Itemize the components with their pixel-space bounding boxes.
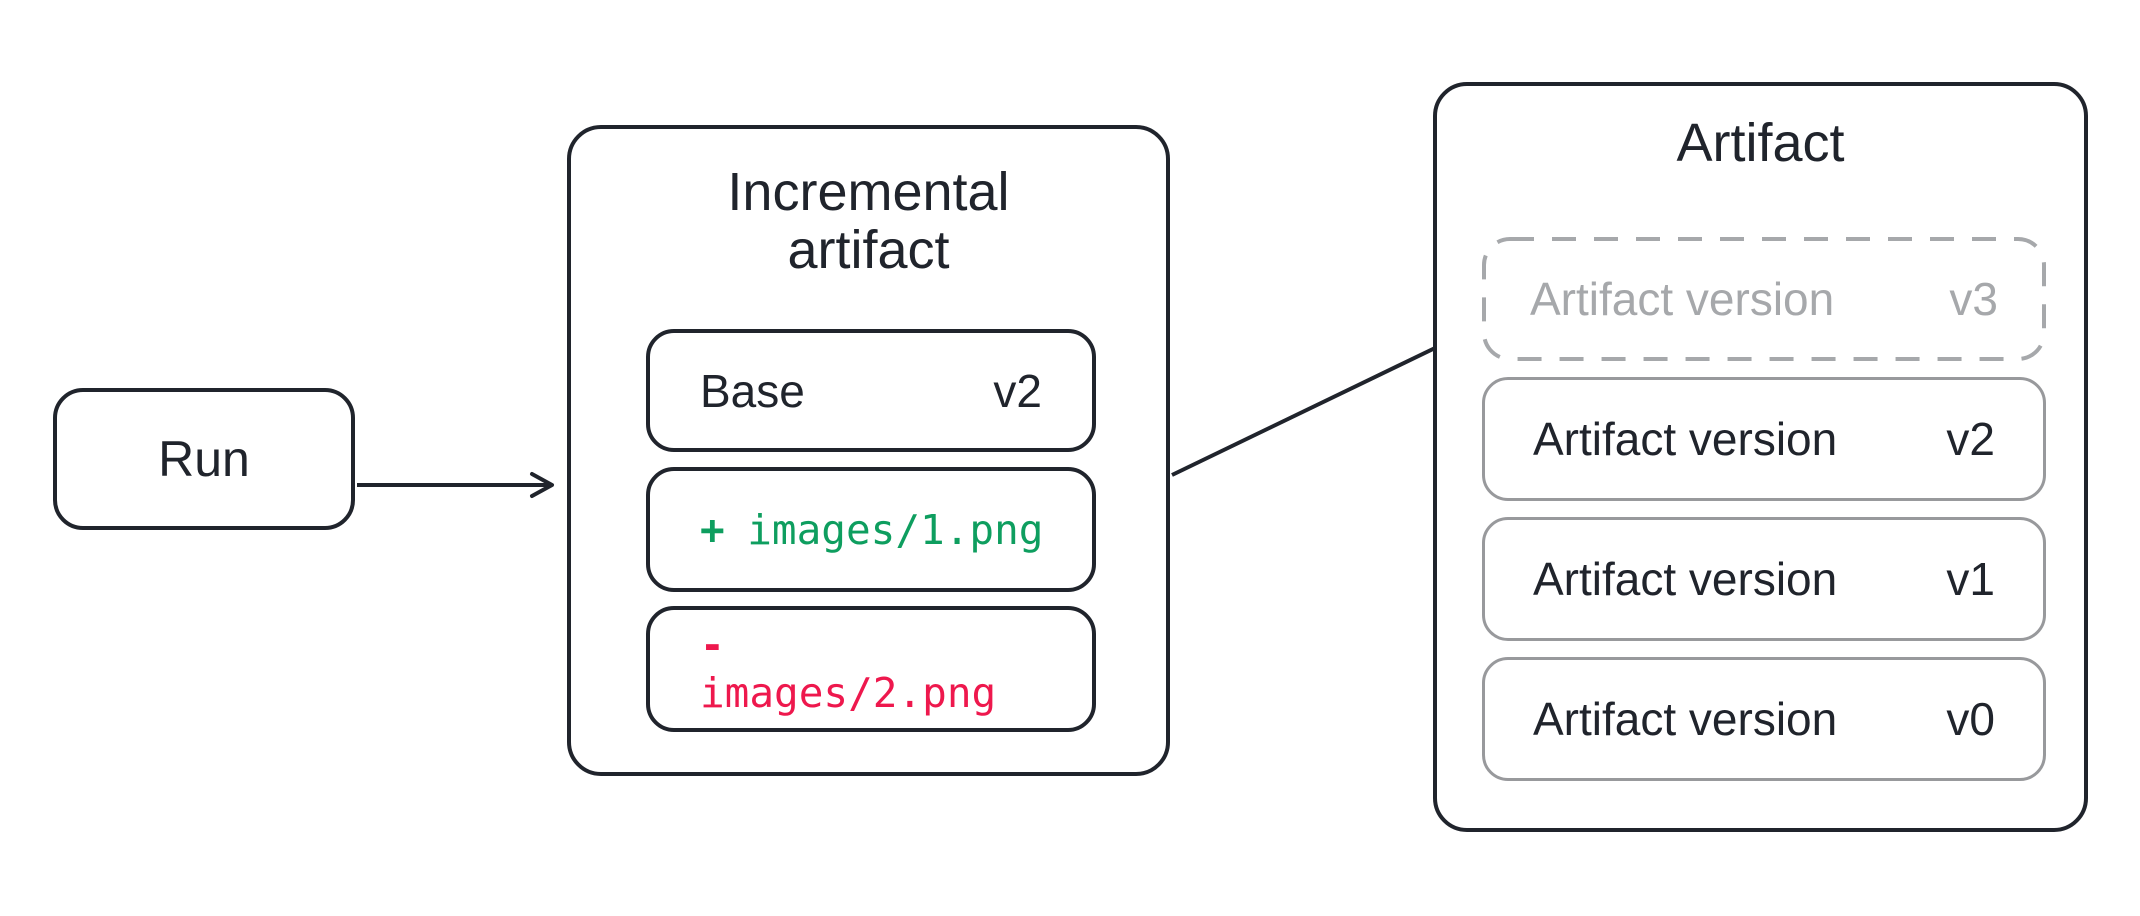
version-label: Artifact version: [1533, 413, 1838, 465]
removed-file-entry: -images/2.png: [700, 621, 1042, 717]
dashed-outline: [1482, 237, 2046, 361]
added-file-row: + images/1.png: [646, 467, 1096, 592]
base-label: Base: [700, 364, 805, 417]
incremental-title-line2: artifact: [787, 220, 950, 280]
incremental-to-artifact-arrow: [1171, 331, 1464, 477]
pending-version-badge: v3: [1949, 273, 1998, 325]
run-node: Run: [53, 388, 355, 530]
removed-file-path: images/2.png: [700, 669, 997, 717]
artifact-version-row: Artifact version v1: [1482, 517, 2046, 641]
pending-version-label: Artifact version: [1530, 273, 1835, 325]
base-version-badge: v2: [993, 364, 1042, 417]
pending-version-row: Artifact version v3: [1482, 237, 2046, 361]
incremental-title-line1: Incremental: [727, 162, 1010, 222]
removed-file-row: -images/2.png: [646, 606, 1096, 732]
minus-sign-icon: -: [700, 621, 725, 669]
added-file-path: images/1.png: [747, 505, 1044, 554]
artifact-version-row: Artifact version v2: [1482, 377, 2046, 501]
artifact-node: Artifact Artifact version v3 Artifact ve…: [1433, 82, 2088, 832]
run-label: Run: [158, 431, 250, 487]
incremental-artifact-title: Incremental artifact: [571, 163, 1166, 279]
version-badge: v2: [1946, 413, 1995, 465]
version-label: Artifact version: [1533, 553, 1838, 605]
incremental-artifact-node: Incremental artifact Base v2 + images/1.p…: [567, 125, 1170, 776]
plus-sign-icon: +: [700, 505, 725, 554]
artifact-title: Artifact: [1676, 113, 1845, 173]
artifact-version-row: Artifact version v0: [1482, 657, 2046, 781]
base-version-row: Base v2: [646, 329, 1096, 452]
version-badge: v0: [1946, 693, 1995, 745]
version-badge: v1: [1946, 553, 1995, 605]
added-file-entry: + images/1.png: [700, 506, 1043, 554]
version-label: Artifact version: [1533, 693, 1838, 745]
